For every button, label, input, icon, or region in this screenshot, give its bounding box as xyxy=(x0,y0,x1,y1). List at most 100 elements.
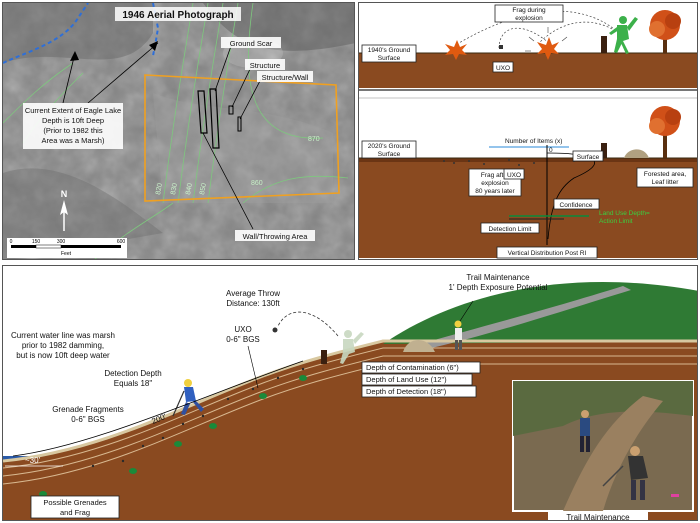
depth-detection-label: Depth of Detection (18") xyxy=(366,387,447,396)
structure-shape xyxy=(228,105,234,115)
grenade-fragments xyxy=(91,367,305,468)
throwing-wall xyxy=(601,36,607,53)
north-label: N xyxy=(61,189,68,199)
leader-lines xyxy=(62,42,262,230)
depth-contamination-label: Depth of Contamination (6") xyxy=(366,363,459,372)
structure-wall-label-bg xyxy=(257,71,313,82)
thrower-figure-icon xyxy=(340,330,364,364)
uxo-top-label: UXO xyxy=(496,65,510,72)
detection-depth-line1: Detection Depth xyxy=(104,369,161,378)
structure-wall-shape xyxy=(237,116,242,132)
possible-grenades-line2: and Frag xyxy=(60,508,90,517)
detector-worker-icon xyxy=(172,379,204,417)
post-ri-box xyxy=(496,246,598,259)
contour-label-820: 820 xyxy=(155,183,164,196)
scale-tick-600: 600 xyxy=(117,239,126,245)
scale-tick-150: 150 xyxy=(32,239,41,245)
scale-tick-0: 0 xyxy=(10,239,13,245)
depth-land-use-label: Depth of Land Use (12") xyxy=(366,375,447,384)
photo-caption-bg xyxy=(548,511,648,520)
items-axis-label: Number of Items (x) xyxy=(505,138,562,145)
water-note-line1: Current water line was marsh xyxy=(11,331,115,340)
distance-30-label: ~30' xyxy=(25,456,41,465)
grenade-fragments-line2: 0-6" BGS xyxy=(71,415,105,424)
eagle-lake-label-line1: Current Extent of Eagle Lake xyxy=(25,106,121,115)
uxo-items xyxy=(39,375,307,497)
aerial-title-bg xyxy=(115,7,241,21)
structure-label-bg xyxy=(245,59,285,70)
frag-during-line1: Frag during xyxy=(512,7,546,14)
possible-grenades-box xyxy=(30,495,120,519)
uxo-cross-line1: UXO xyxy=(234,325,251,334)
aerial-photo-map: 1946 Aerial Photograph Ground Scar Struc… xyxy=(3,3,354,259)
rock-pile xyxy=(403,340,435,352)
trail-maintenance-line2: 1' Depth Exposure Potential xyxy=(449,283,548,292)
aerial-photo-panel: 1946 Aerial Photograph Ground Scar Struc… xyxy=(2,2,355,260)
contour-label-860: 860 xyxy=(251,180,263,187)
scale-bar: 0 150 300 600 Feet xyxy=(7,238,127,258)
wall-throwing-label: Wall/Throwing Area xyxy=(243,232,309,241)
throwing-wall xyxy=(321,350,327,364)
cross-section-comparison: 1940's Ground Surface Frag during explos… xyxy=(359,4,697,259)
ground-scar-label: Ground Scar xyxy=(230,39,273,48)
arrowhead-right xyxy=(149,41,158,51)
depth-land-use-box xyxy=(361,373,473,386)
surface-2020s-line2: Surface xyxy=(378,151,401,158)
forest-line1: Forested area, xyxy=(644,171,686,178)
surface-2020s-line1: 2020's Ground xyxy=(368,143,411,150)
avg-throw-line1: Average Throw xyxy=(226,289,280,298)
contour-label-850: 850 xyxy=(199,183,208,196)
lake-extent-line-left xyxy=(3,3,89,64)
surface-label: Surface xyxy=(577,154,600,161)
scale-tick-300: 300 xyxy=(57,239,66,245)
structure-label: Structure xyxy=(250,61,280,70)
tree-icon-bottom xyxy=(649,106,681,158)
uxo-top-box xyxy=(492,61,514,73)
forest-line2: Leaf litter xyxy=(652,179,680,186)
detection-depth-line2: Equals 18" xyxy=(114,379,153,388)
water-note-line2: prior to 1982 damming, xyxy=(22,341,104,350)
land-use-line2: Action Limit xyxy=(599,218,633,225)
thrown-grenade-icon xyxy=(272,327,278,333)
zero-label: 0 xyxy=(549,147,553,154)
site-cross-section-panel: Current water line was marsh prior to 19… xyxy=(2,265,698,521)
uxo-cross-line2: 0-6" BGS xyxy=(226,335,260,344)
depth-contamination-box xyxy=(361,361,481,374)
scale-unit: Feet xyxy=(61,251,72,257)
arrowhead-left xyxy=(70,51,79,61)
tree-icon-top xyxy=(649,10,681,53)
site-cross-section: Current water line was marsh prior to 19… xyxy=(3,273,697,520)
confidence-box xyxy=(553,198,600,210)
cross-leader-lines xyxy=(247,300,474,389)
avg-throw-line2: Distance: 130ft xyxy=(226,299,280,308)
depth-detection-box xyxy=(361,385,477,398)
ground-scar-label-bg xyxy=(221,37,281,48)
contour-label-870: 870 xyxy=(308,136,320,143)
distance-200-line xyxy=(12,360,304,457)
water-note-line3: but is now 10ft deep water xyxy=(16,351,110,360)
frag-during-line2: explosion xyxy=(515,15,543,22)
frag-after-line3: 80 years later xyxy=(475,188,515,195)
trail-worker-icon xyxy=(454,320,462,350)
detection-limit-label: Detection Limit xyxy=(489,226,532,233)
explosion-icon-left xyxy=(445,40,467,60)
eagle-lake-label-bg xyxy=(23,103,123,149)
eagle-lake-label-line3: (Prior to 1982 this xyxy=(43,126,102,135)
aerial-title: 1946 Aerial Photograph xyxy=(122,10,233,21)
thrower-figure-icon xyxy=(609,16,638,54)
grenade-icon xyxy=(499,45,503,49)
grenade-fragments-line1: Grenade Fragments xyxy=(52,405,124,414)
post-ri-label: Vertical Distribution Post RI xyxy=(508,250,587,257)
structure-wall-label: Structure/Wall xyxy=(262,73,309,82)
photo-worker-2 xyxy=(628,446,648,500)
uxo-bottom-label: UXO xyxy=(507,172,521,179)
land-use-line1: Land Use Depth= xyxy=(599,210,650,217)
surface-label-box xyxy=(572,150,604,162)
forest-box xyxy=(636,167,694,188)
trail-maintenance-photo xyxy=(512,380,694,512)
detection-limit-box xyxy=(480,222,540,234)
frag-after-line2: explosion xyxy=(481,180,509,187)
confidence-label: Confidence xyxy=(560,202,593,209)
frag-after-line1: Frag after xyxy=(481,172,510,179)
surface-1940s-box xyxy=(361,44,417,63)
